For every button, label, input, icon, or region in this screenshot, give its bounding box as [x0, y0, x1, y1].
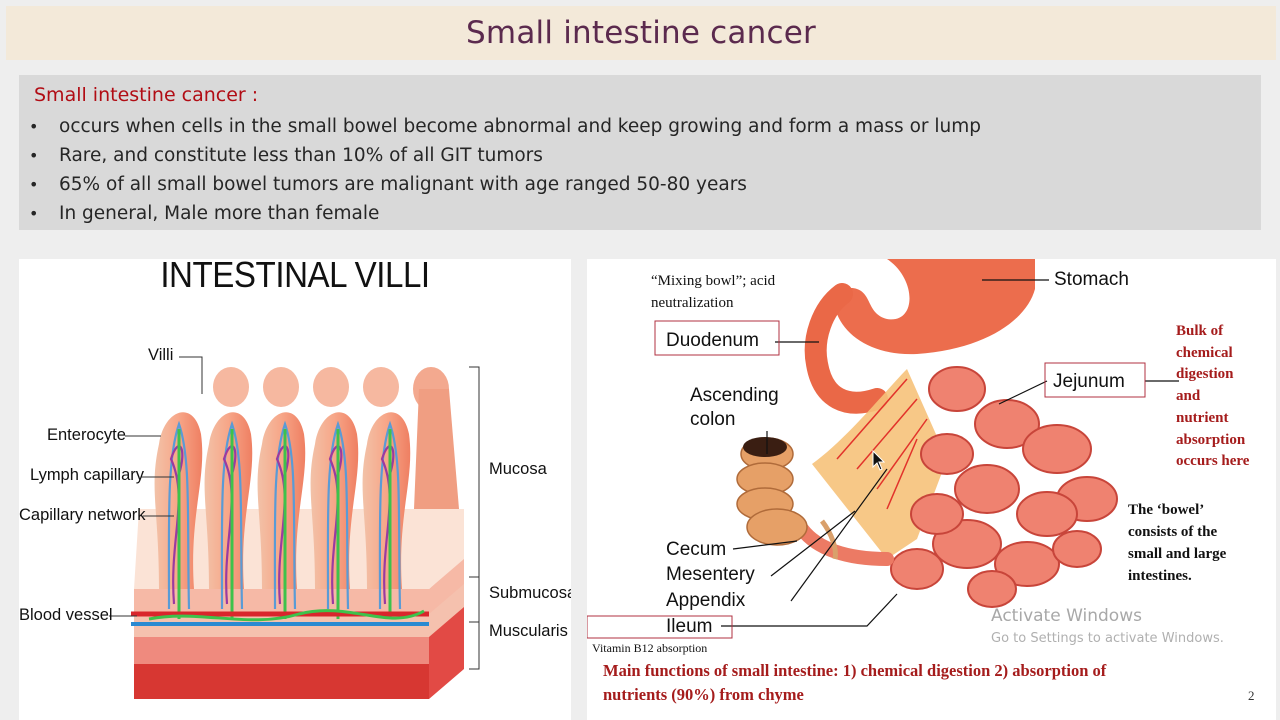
ileum-label: Ileum — [666, 616, 713, 637]
bullet-icon: • — [29, 117, 39, 136]
bowel-note: The ‘bowel’ consists of the small and la… — [1128, 502, 1227, 584]
appendix-label: Appendix — [666, 590, 746, 611]
duodenum-label: Duodenum — [666, 330, 759, 351]
main-functions-note: Main functions of small intestine: 1) ch… — [603, 661, 1107, 704]
label-leaders — [109, 356, 203, 617]
villi-figure-panel: INTESTINAL VILLI Villi Enterocyte Lymph … — [19, 259, 571, 720]
list-item: •In general, Male more than female — [29, 199, 1261, 228]
activate-windows-subtitle: Go to Settings to activate Windows. — [991, 631, 1224, 646]
enterocyte-label: Enterocyte — [47, 426, 126, 444]
capillary-network — [167, 420, 402, 619]
info-box: Small intestine cancer : •occurs when ce… — [19, 75, 1261, 230]
mucosa-label: Mucosa — [489, 460, 547, 478]
bullet-icon: • — [29, 204, 39, 223]
muscularis-label: Muscularis — [489, 622, 568, 640]
page-number: 2 — [1248, 688, 1255, 703]
ascending-colon-label-line1: Ascending — [690, 385, 779, 406]
submucosa-label: Submucosa — [489, 584, 571, 602]
capillary-network-label: Capillary network — [19, 506, 146, 524]
stomach-label: Stomach — [1054, 269, 1129, 290]
mixing-bowl-label: “Mixing bowl”; acid — [651, 273, 776, 289]
back-villi — [213, 367, 459, 509]
villi-illustration — [109, 356, 480, 699]
label-leaders — [721, 279, 1179, 627]
small-intestine-coils — [890, 366, 1118, 608]
list-item: •65% of all small bowel tumors are malig… — [29, 170, 1261, 199]
ascending-colon — [736, 437, 808, 546]
digestive-figure-panel: “Mixing bowl”; acid neutralization Duode… — [587, 259, 1276, 720]
mouse-cursor-icon — [872, 450, 886, 471]
blood-vessel-label: Blood vessel — [19, 606, 113, 624]
neutralization-label: neutralization — [651, 295, 734, 311]
list-item: •Rare, and constitute less than 10% of a… — [29, 141, 1261, 170]
list-item: •occurs when cells in the small bowel be… — [29, 112, 1261, 141]
villi-title: INTESTINAL VILLI — [160, 259, 430, 295]
lymph-capillary-label: Lymph capillary — [30, 466, 145, 484]
slide-title: Small intestine cancer — [466, 15, 816, 51]
layer-brackets — [469, 366, 480, 670]
front-villi — [154, 412, 411, 589]
bullet-icon: • — [29, 146, 39, 165]
bullet-icon: • — [29, 175, 39, 194]
vitamin-b12-label: Vitamin B12 absorption — [592, 641, 708, 655]
bullet-list: •occurs when cells in the small bowel be… — [29, 112, 1261, 228]
slide-title-bar: Small intestine cancer — [6, 6, 1276, 60]
bulk-digestion-note: Bulk of chemical digestion and nutrient … — [1176, 323, 1250, 470]
ascending-colon-label-line2: colon — [690, 409, 736, 430]
info-heading: Small intestine cancer : — [34, 84, 259, 106]
mesentery-label: Mesentery — [666, 564, 755, 585]
activate-windows-title: Activate Windows — [991, 606, 1142, 626]
villi-label: Villi — [148, 346, 174, 364]
cecum-label: Cecum — [666, 539, 727, 560]
jejunum-label: Jejunum — [1053, 371, 1125, 392]
